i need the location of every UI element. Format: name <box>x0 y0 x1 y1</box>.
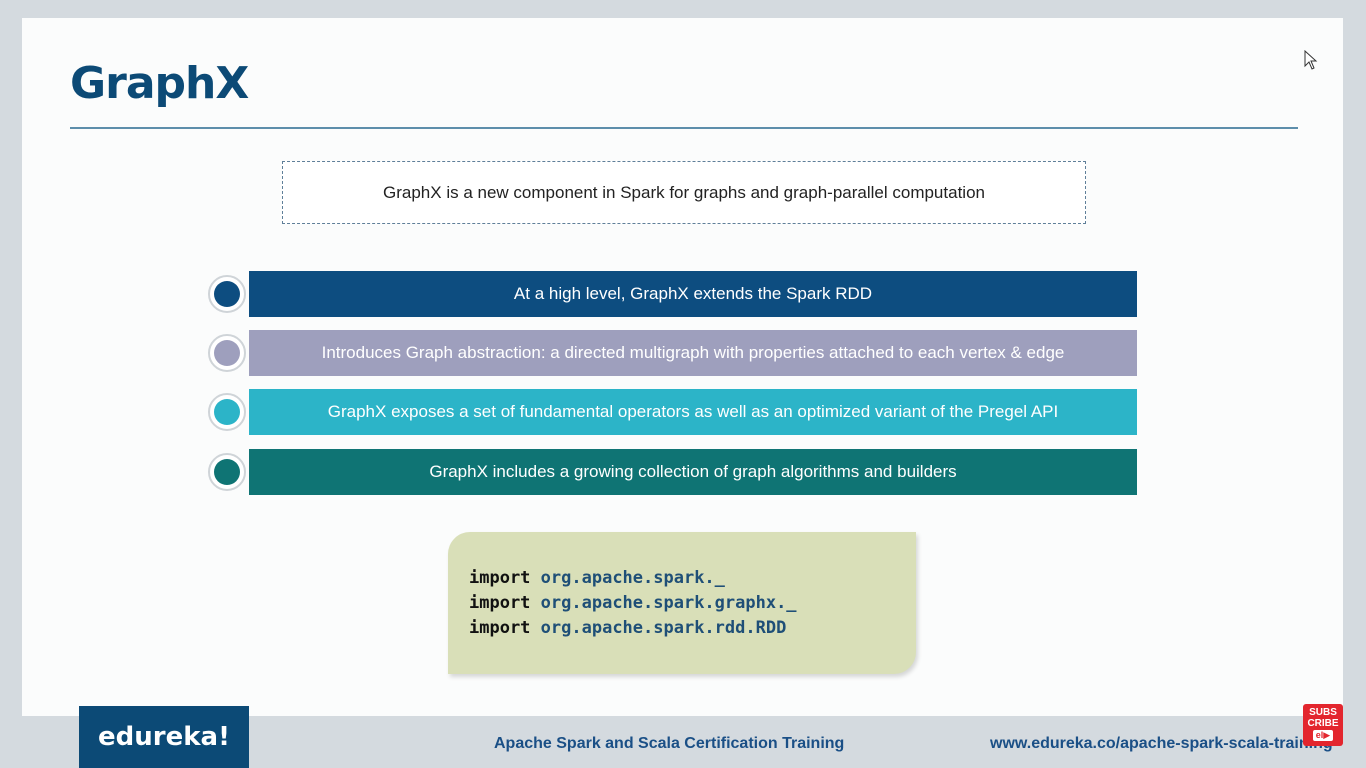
bullet-dot-fill <box>214 340 240 366</box>
bullet-row-4: GraphX includes a growing collection of … <box>208 449 1138 495</box>
footer-course-title: Apache Spark and Scala Certification Tra… <box>494 735 845 752</box>
code-snippet: import org.apache.spark._ import org.apa… <box>448 532 916 674</box>
bullet-dot-icon <box>208 453 246 491</box>
footer-url-link[interactable]: www.edureka.co/apache-spark-scala-traini… <box>990 735 1333 752</box>
bullet-dot-fill <box>214 459 240 485</box>
subscribe-line2: CRIBE <box>1307 718 1339 729</box>
bullet-bar: GraphX includes a growing collection of … <box>249 449 1137 495</box>
edureka-logo[interactable]: edureka! <box>79 706 249 768</box>
code-keyword: import <box>469 593 531 613</box>
slide-title: GraphX <box>70 58 249 109</box>
bullet-dot-icon <box>208 334 246 372</box>
subscribe-line1: SUBS <box>1309 707 1337 718</box>
bullet-bar: GraphX exposes a set of fundamental oper… <box>249 389 1137 435</box>
subscribe-button[interactable]: SUBS CRIBE el▶ <box>1303 704 1343 746</box>
code-package: org.apache.spark.graphx._ <box>540 593 797 613</box>
code-keyword: import <box>469 568 531 588</box>
slide: GraphX GraphX is a new component in Spar… <box>22 18 1343 716</box>
bullet-row-1: At a high level, GraphX extends the Spar… <box>208 271 1138 317</box>
bullet-dot-icon <box>208 393 246 431</box>
bullet-dot-fill <box>214 399 240 425</box>
code-line: import org.apache.spark.rdd.RDD <box>469 616 916 641</box>
code-package: org.apache.spark._ <box>540 568 725 588</box>
bullet-bar: At a high level, GraphX extends the Spar… <box>249 271 1137 317</box>
bullet-dot-icon <box>208 275 246 313</box>
code-line: import org.apache.spark.graphx._ <box>469 591 916 616</box>
mouse-pointer-icon <box>1304 50 1318 70</box>
code-package: org.apache.spark.rdd.RDD <box>540 618 787 638</box>
subscribe-badge-icon: el▶ <box>1312 730 1334 741</box>
code-line: import org.apache.spark._ <box>469 566 916 591</box>
bullet-bar: Introduces Graph abstraction: a directed… <box>249 330 1137 376</box>
bullet-row-2: Introduces Graph abstraction: a directed… <box>208 330 1138 376</box>
code-keyword: import <box>469 618 531 638</box>
bullet-row-3: GraphX exposes a set of fundamental oper… <box>208 389 1138 435</box>
title-divider <box>70 127 1298 129</box>
bullet-dot-fill <box>214 281 240 307</box>
callout-box: GraphX is a new component in Spark for g… <box>282 161 1086 224</box>
callout-text: GraphX is a new component in Spark for g… <box>383 182 985 202</box>
